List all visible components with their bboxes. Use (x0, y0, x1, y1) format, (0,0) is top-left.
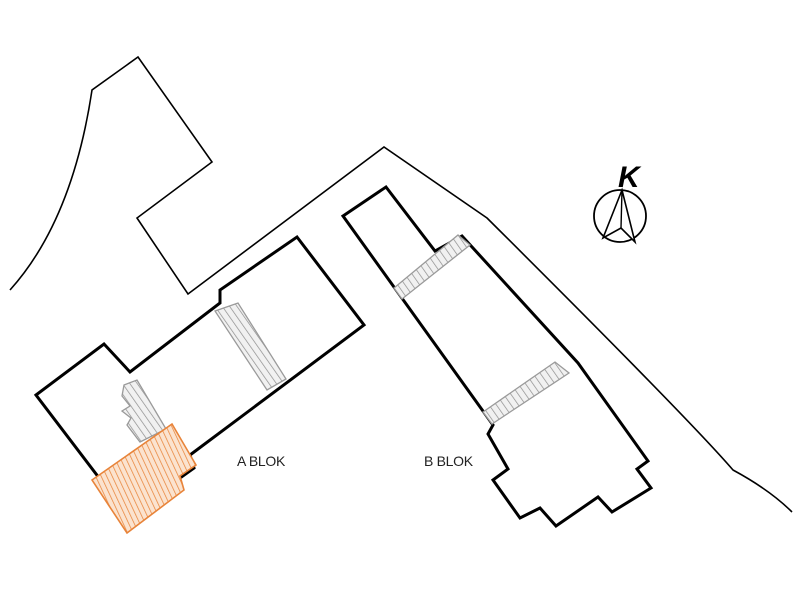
north-arrow-icon: K (593, 161, 647, 245)
north-letter: K (618, 161, 642, 194)
block-a-building (33, 234, 367, 514)
block-b-connector-upper (393, 234, 472, 300)
block-a-label: A BLOK (237, 453, 286, 469)
block-a-connector-main (213, 302, 287, 391)
block-b-label: B BLOK (424, 453, 474, 469)
block-b-connector-lower (482, 361, 571, 425)
block-a-connector-small (120, 379, 167, 443)
block-a-highlight-area (90, 422, 198, 535)
site-boundary-left (9, 55, 793, 513)
